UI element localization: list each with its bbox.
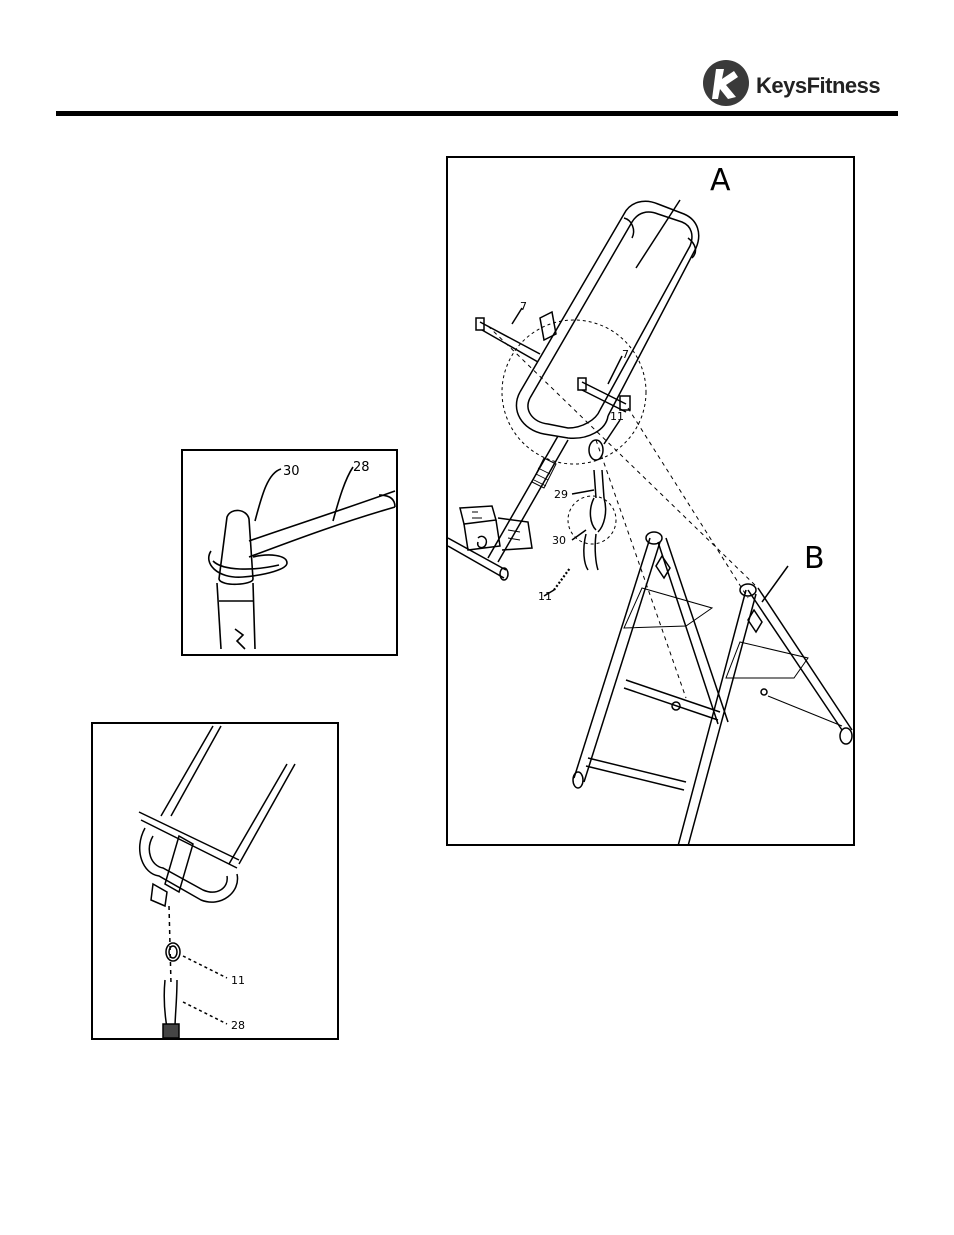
callout-28: 28 [231, 1019, 245, 1032]
callout-30: 30 [552, 534, 566, 547]
brand-name-fitness: Fitness [807, 73, 881, 98]
assembly-illustration: A B 7 7 11 29 30 11 [448, 158, 853, 844]
callout-29: 29 [554, 488, 568, 501]
callout-7b: 7 [622, 348, 629, 361]
callout-11-top: 11 [610, 410, 624, 423]
callout-7a: 7 [520, 300, 527, 313]
brand-name: KeysFitness [756, 73, 880, 99]
detail-strap-panel: 30 28 [181, 449, 398, 656]
main-assembly-panel: A B 7 7 11 29 30 11 [446, 156, 855, 846]
detail-bracket-panel: 11 28 [91, 722, 339, 1040]
keys-logo-icon [702, 59, 750, 107]
header-rule [56, 111, 898, 116]
callout-11-bottom: 11 [538, 590, 552, 603]
label-B: B [804, 541, 825, 576]
callout-28: 28 [353, 460, 370, 475]
brand-name-keys: Keys [756, 73, 807, 98]
brand-logo: KeysFitness [702, 59, 902, 111]
callout-11: 11 [231, 974, 245, 987]
callout-30: 30 [283, 464, 300, 479]
bracket-illustration: 11 28 [93, 724, 337, 1038]
label-A: A [710, 163, 731, 198]
strap-illustration: 30 28 [183, 451, 396, 654]
